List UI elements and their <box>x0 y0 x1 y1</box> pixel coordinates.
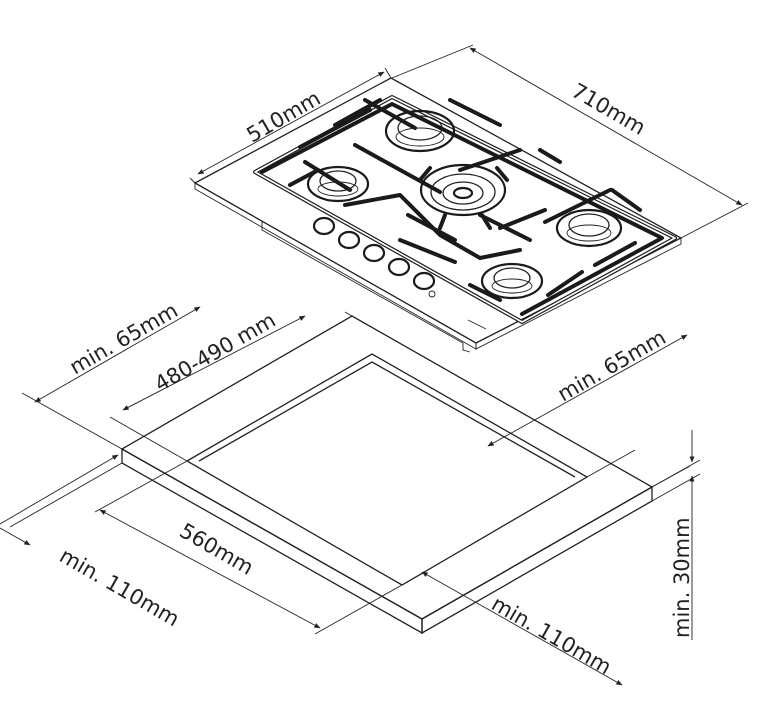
front-clearance-left-label: min. 110mm <box>56 544 184 632</box>
burner-rear <box>384 109 456 153</box>
knob-2 <box>337 230 361 250</box>
side-clearance-label: min. 65mm <box>554 325 670 406</box>
control-knobs <box>312 216 487 330</box>
cutout-width-label: 560mm <box>176 519 258 580</box>
burner-wok <box>418 163 509 230</box>
knob-4 <box>387 257 411 277</box>
worktop-dimensions: min. 65mm 480-490 mm min. 65mm 560mm min… <box>0 298 701 686</box>
cutout-opening <box>185 353 589 586</box>
worktop-side-edge <box>421 485 653 635</box>
hob-depth-label: 510mm <box>243 86 325 147</box>
knob-1 <box>312 216 336 236</box>
front-clearance-right-label: min. 110mm <box>488 592 616 680</box>
counter-thickness-label: min. 30mm <box>670 517 694 638</box>
burner-right <box>555 208 623 248</box>
knob-3 <box>362 243 386 263</box>
burner-front <box>480 262 544 300</box>
hob-width-label: 710mm <box>568 79 650 140</box>
knob-5 <box>412 271 436 291</box>
hob-underbody <box>261 222 471 353</box>
